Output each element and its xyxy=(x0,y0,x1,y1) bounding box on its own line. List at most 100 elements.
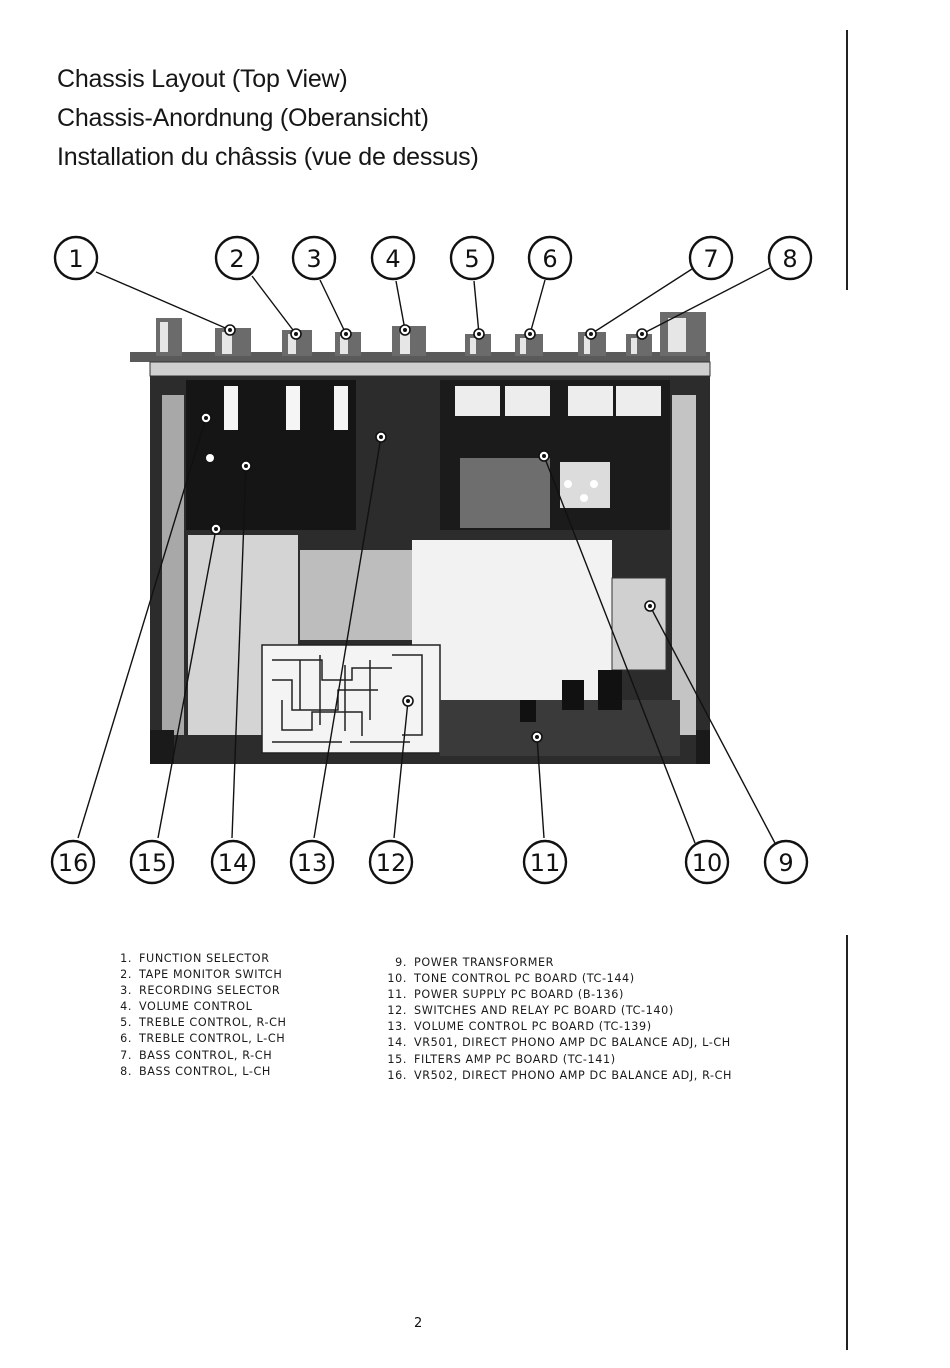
callout-12: 12 xyxy=(368,839,414,885)
margin-rule-top xyxy=(846,30,848,290)
callout-13: 13 xyxy=(289,839,335,885)
callout-16-label: 16 xyxy=(58,849,89,877)
legend-label: VR501, DIRECT PHONO AMP DC BALANCE ADJ, … xyxy=(414,1036,731,1050)
callout-2: 2 xyxy=(214,235,260,281)
target-marker xyxy=(644,600,656,612)
callout-4-label: 4 xyxy=(385,245,400,273)
legend-item: 8. BASS CONTROL, L-CH xyxy=(108,1064,287,1080)
legend-number: 16. xyxy=(387,1068,407,1082)
target-marker xyxy=(399,324,411,336)
callout-8-label: 8 xyxy=(782,245,797,273)
callout-14: 14 xyxy=(210,839,256,885)
callout-7: 7 xyxy=(688,235,734,281)
legend-number: 4. xyxy=(120,1000,132,1014)
callout-5: 5 xyxy=(449,235,495,281)
target-marker xyxy=(240,460,252,472)
legend-number: 11. xyxy=(387,988,407,1002)
target-marker xyxy=(538,450,550,462)
callout-7-label: 7 xyxy=(703,245,718,273)
legend-item: 9. POWER TRANSFORMER xyxy=(383,955,732,971)
legend-label: VR502, DIRECT PHONO AMP DC BALANCE ADJ, … xyxy=(414,1068,733,1082)
legend-item: 13. VOLUME CONTROL PC BOARD (TC-139) xyxy=(383,1019,732,1035)
margin-rule-bottom xyxy=(846,935,848,1350)
legend-label: TREBLE CONTROL, L-CH xyxy=(139,1032,286,1046)
legend-label: TONE CONTROL PC BOARD (TC-144) xyxy=(414,972,635,986)
legend-label: VOLUME CONTROL xyxy=(139,1000,253,1014)
callout-numbers: 1 2 3 4 5 6 7 8 9 10 11 12 13 14 15 16 xyxy=(50,235,813,885)
legend-label: VOLUME CONTROL PC BOARD (TC-139) xyxy=(414,1020,652,1034)
legend-label: TREBLE CONTROL, R-CH xyxy=(139,1016,287,1030)
legend-label: POWER TRANSFORMER xyxy=(414,956,554,969)
legend-number: 5. xyxy=(120,1016,132,1030)
legend-label: RECORDING SELECTOR xyxy=(139,984,281,998)
callout-1: 1 xyxy=(53,235,99,281)
target-marker xyxy=(340,328,352,340)
title-block: Chassis Layout (Top View) Chassis-Anordn… xyxy=(57,60,479,177)
target-marker xyxy=(585,328,597,340)
legend-label: SWITCHES AND RELAY PC BOARD (TC-140) xyxy=(414,1004,674,1018)
title-english: Chassis Layout (Top View) xyxy=(57,65,348,93)
callout-5-label: 5 xyxy=(464,245,479,273)
legend-item: 2. TAPE MONITOR SWITCH xyxy=(108,967,287,983)
callout-1-label: 1 xyxy=(68,245,83,273)
target-marker xyxy=(531,731,543,743)
callout-15: 15 xyxy=(129,839,175,885)
chassis-photo xyxy=(130,312,711,764)
legend-item: 10.TONE CONTROL PC BOARD (TC-144) xyxy=(383,971,732,987)
legend-number: 8. xyxy=(120,1064,132,1078)
legend-number: 14. xyxy=(387,1036,407,1050)
legend-item: 3. RECORDING SELECTOR xyxy=(108,983,287,999)
callout-3: 3 xyxy=(291,235,337,281)
target-marker xyxy=(402,695,414,707)
callout-10-label: 10 xyxy=(692,849,723,877)
callout-10: 10 xyxy=(684,839,730,885)
callout-9-label: 9 xyxy=(778,849,793,877)
target-marker xyxy=(210,523,222,535)
target-markers xyxy=(200,324,656,743)
title-french: Installation du châssis (vue de dessus) xyxy=(57,143,479,171)
target-marker xyxy=(636,328,648,340)
callout-2-label: 2 xyxy=(229,245,244,273)
target-marker xyxy=(473,328,485,340)
legend-item: 5. TREBLE CONTROL, R-CH xyxy=(108,1015,287,1031)
legend-label: TAPE MONITOR SWITCH xyxy=(139,968,283,982)
legend-number: 9. xyxy=(395,956,407,969)
legend-label: FUNCTION SELECTOR xyxy=(139,952,270,965)
legend-number: 2. xyxy=(120,968,132,982)
legend-item: 16. VR502, DIRECT PHONO AMP DC BALANCE AD… xyxy=(383,1068,732,1084)
legend-right-column: 9. POWER TRANSFORMER 10.TONE CONTROL PC B… xyxy=(383,955,732,1084)
page-number: 2 xyxy=(414,1316,423,1331)
legend-item: 6.TREBLE CONTROL, L-CH xyxy=(108,1031,287,1047)
title-german: Chassis-Anordnung (Oberansicht) xyxy=(57,104,429,132)
target-marker xyxy=(200,412,212,424)
callout-14-label: 14 xyxy=(218,849,249,877)
callout-6-label: 6 xyxy=(542,245,557,273)
legend-item: 11. POWER SUPPLY PC BOARD (B-136) xyxy=(383,987,732,1003)
legend-label: BASS CONTROL, L-CH xyxy=(139,1064,271,1078)
target-marker xyxy=(224,324,236,336)
legend-number: 7. xyxy=(120,1048,132,1062)
legend-item: 1. FUNCTION SELECTOR xyxy=(108,951,287,967)
callout-13-label: 13 xyxy=(297,849,328,877)
legend-number: 15. xyxy=(387,1052,407,1066)
legend-label: FILTERS AMP PC BOARD (TC-141) xyxy=(414,1052,616,1066)
leader-lines xyxy=(77,267,777,846)
legend-left-column: 1. FUNCTION SELECTOR 2. TAPE MONITOR SWITC… xyxy=(108,951,287,1080)
callout-4: 4 xyxy=(370,235,416,281)
legend-item: 7. BASS CONTROL, R-CH xyxy=(108,1048,287,1064)
legend-label: BASS CONTROL, R-CH xyxy=(139,1048,273,1062)
legend-item: 15. FILTERS AMP PC BOARD (TC-141) xyxy=(383,1052,732,1068)
callout-16: 16 xyxy=(50,839,96,885)
legend-label: POWER SUPPLY PC BOARD (B-136) xyxy=(414,988,624,1002)
callout-9: 9 xyxy=(763,839,809,885)
chassis-figure: 1 2 3 4 5 6 7 8 9 10 11 12 13 14 15 16 xyxy=(50,235,813,885)
legend-number: 1. xyxy=(120,952,132,965)
legend-number: 3. xyxy=(120,984,132,998)
callout-11-label: 11 xyxy=(530,849,561,877)
callout-11: 11 xyxy=(522,839,568,885)
legend-item: 4. VOLUME CONTROL xyxy=(108,999,287,1015)
callout-6: 6 xyxy=(527,235,573,281)
legend-item: 14. VR501, DIRECT PHONO AMP DC BALANCE AD… xyxy=(383,1035,732,1051)
callout-12-label: 12 xyxy=(376,849,407,877)
legend-number: 13. xyxy=(387,1020,407,1034)
